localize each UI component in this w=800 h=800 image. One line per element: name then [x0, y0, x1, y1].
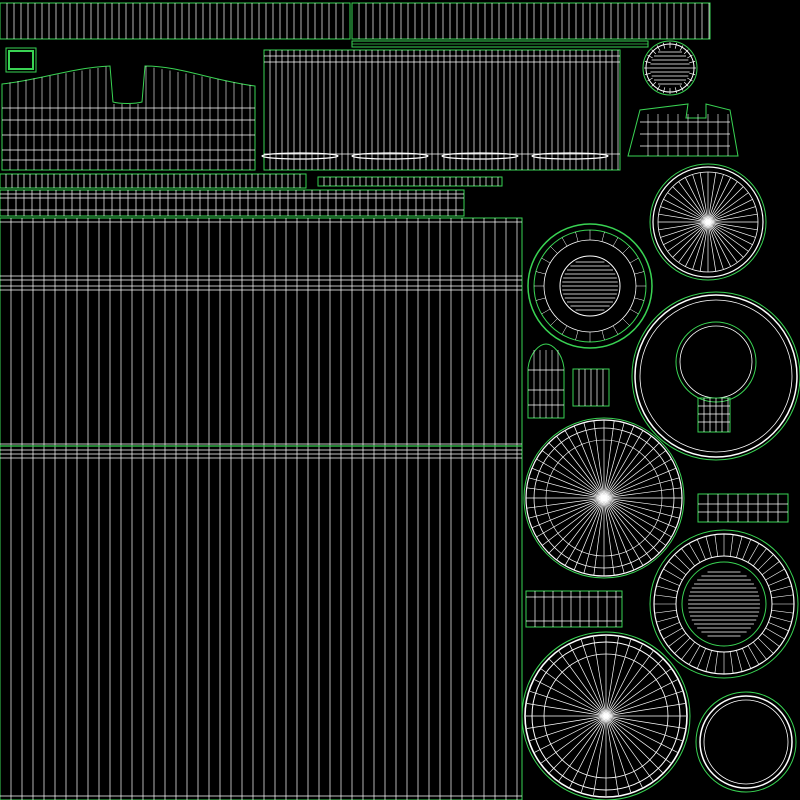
- long-strip-b: [317, 176, 503, 187]
- disc-middle: [523, 417, 685, 579]
- small-strip-right: [697, 493, 789, 523]
- top-strip-right: [351, 2, 711, 40]
- ring-with-inner-disc: [527, 223, 653, 349]
- ring-with-hatched-disc: [649, 529, 799, 679]
- small-square-top-left: [5, 47, 37, 73]
- long-strip-a: [0, 173, 307, 189]
- small-disc-top: [642, 40, 698, 96]
- thin-strip-under-top: [351, 40, 649, 48]
- disc-bottom: [521, 631, 691, 800]
- wavy-panel: [1, 65, 256, 171]
- ring-with-keyhole: [631, 291, 800, 461]
- large-body-panel: [0, 217, 523, 800]
- thin-ring-bottom: [695, 691, 797, 793]
- small-strip-left: [525, 590, 623, 628]
- back-panel: [261, 49, 621, 171]
- top-strip-left: [0, 2, 351, 40]
- long-strip-c: [0, 189, 465, 217]
- small-bottle-shape: [527, 343, 565, 419]
- shoulder-shape: [627, 103, 739, 157]
- small-grid-square: [572, 368, 610, 407]
- disc-upper-right: [649, 163, 767, 281]
